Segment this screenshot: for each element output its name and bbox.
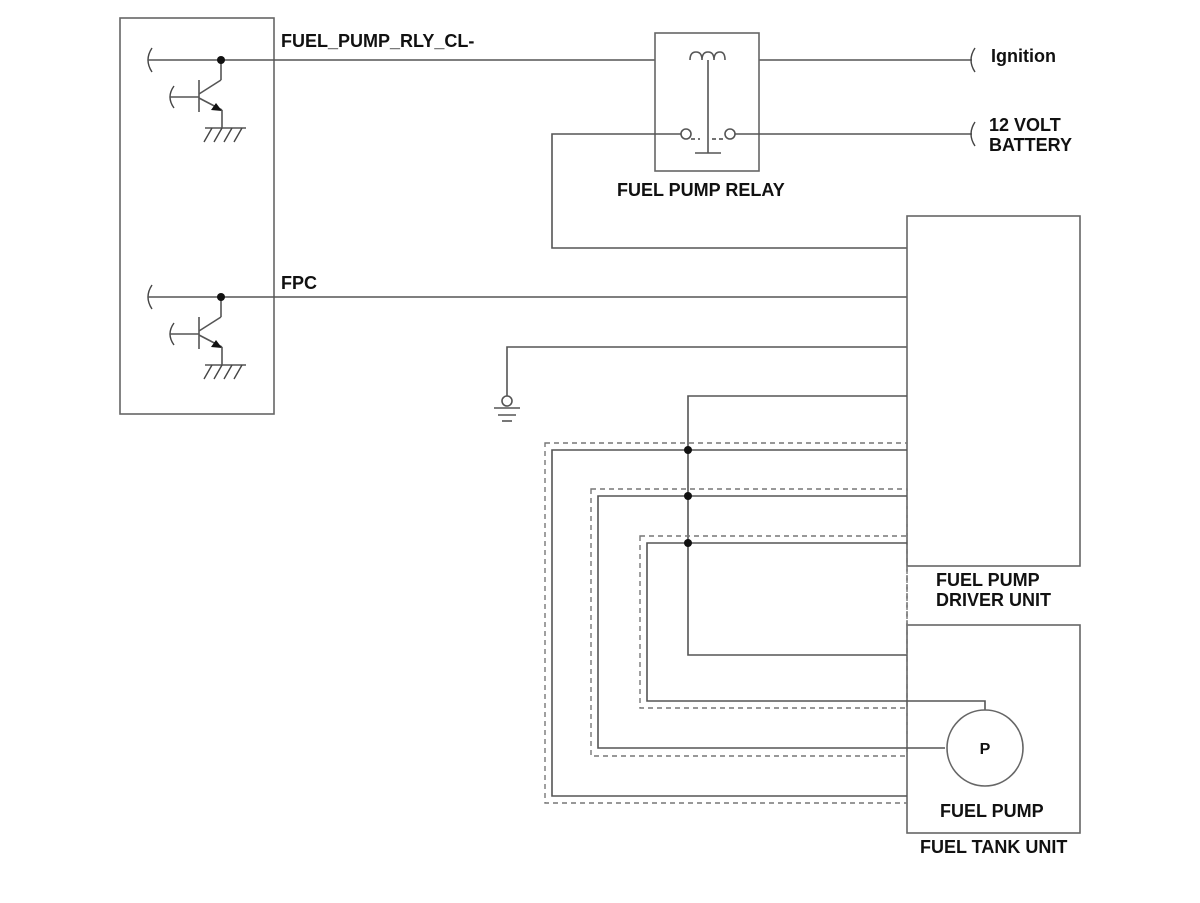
fuel-pump-label: FUEL PUMP [940,801,1044,821]
fuel-pump-motor: P [946,709,1024,787]
control-module [119,17,275,415]
wire-label-fuel-pump-rly-cl: FUEL_PUMP_RLY_CL- [281,31,474,51]
fuel-pump-relay-label: FUEL PUMP RELAY [617,180,785,200]
relay-switch-wires [551,121,976,249]
ignition-label: Ignition [991,46,1056,66]
battery-label-line2: BATTERY [989,135,1072,155]
fuel-tank-unit-label: FUEL TANK UNIT [920,837,1067,857]
relay-control-wire [274,47,976,73]
fuel-pump-relay [654,32,760,172]
pump-symbol-label: P [980,741,991,758]
driver-unit-label-line2: DRIVER UNIT [936,590,1051,610]
ground-connection [494,346,907,422]
driver-unit-label-line1: FUEL PUMP [936,570,1040,590]
fuel-pump-driver-unit [906,215,1081,567]
transistor-upper [147,47,274,143]
shielded-pump-wires [544,395,986,804]
battery-label-line1: 12 VOLT [989,115,1061,135]
wire-label-fpc: FPC [281,273,317,293]
transistor-lower [147,284,274,380]
